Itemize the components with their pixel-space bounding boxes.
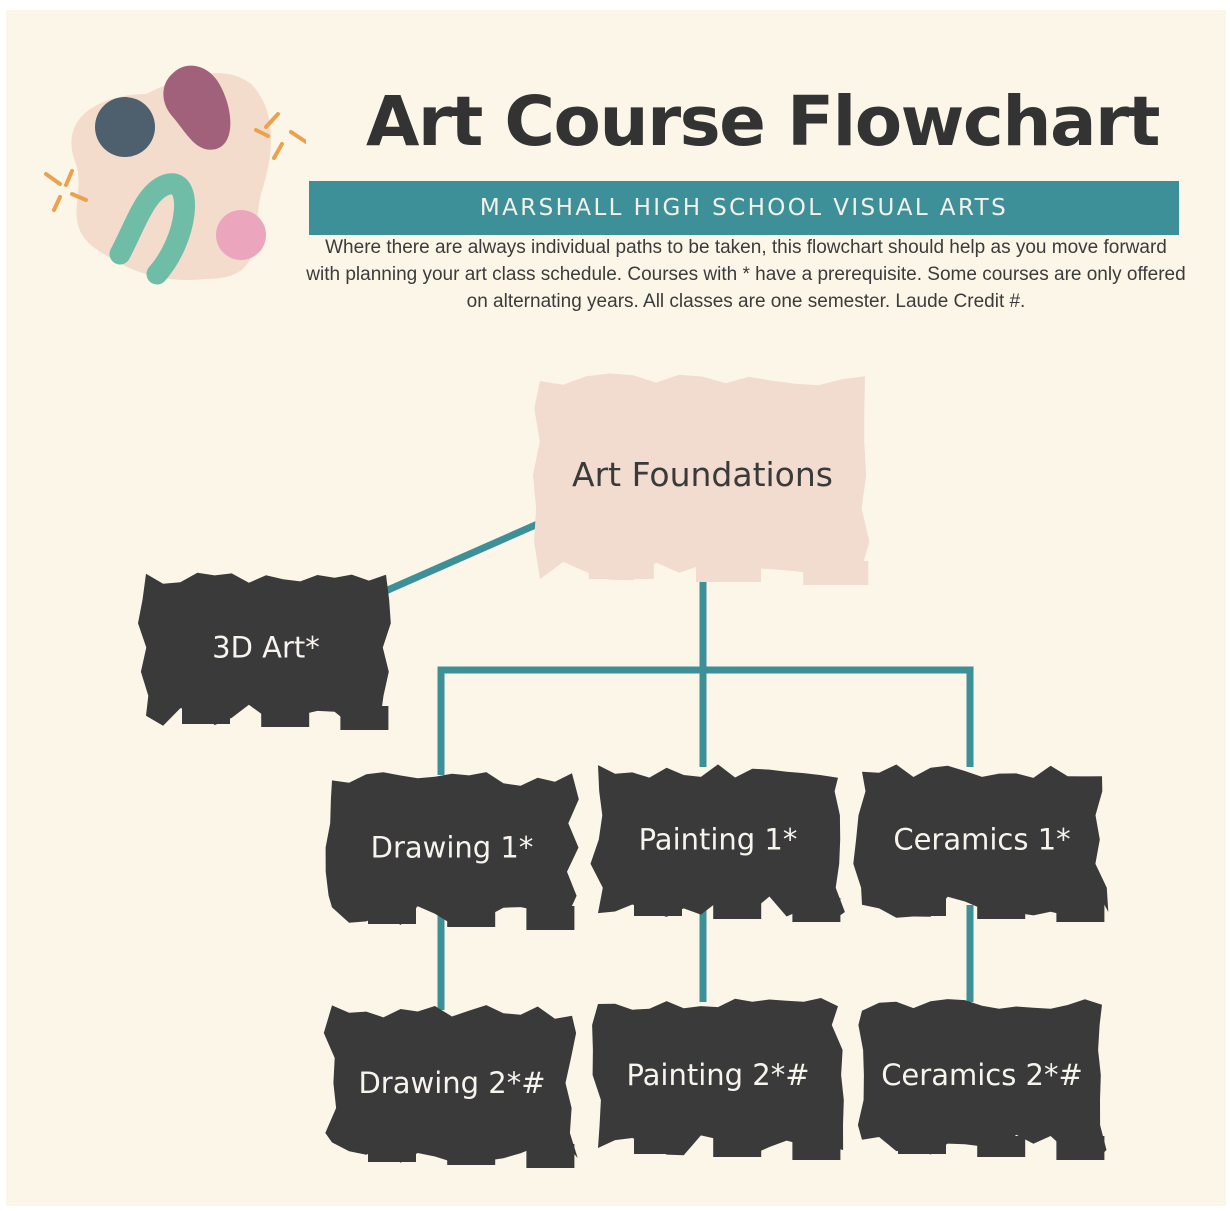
brush-tuft bbox=[261, 706, 310, 727]
node-label: Art Foundations bbox=[572, 455, 833, 494]
flowchart-edges bbox=[354, 519, 974, 1010]
brush-tuft bbox=[898, 898, 946, 916]
node-3d-art: 3D Art* bbox=[138, 572, 391, 730]
brush-tuft bbox=[182, 706, 230, 724]
brush-tuft bbox=[526, 906, 575, 930]
node-shape-art-foundations bbox=[533, 373, 870, 581]
decorative-art-cluster bbox=[44, 65, 306, 285]
edge-art-foundations-to-drawing-1 bbox=[437, 575, 707, 775]
pink-dot-icon bbox=[216, 210, 266, 260]
sparkle-icon bbox=[254, 112, 306, 160]
node-shape-3d-art bbox=[138, 572, 391, 726]
node-shape-ceramics-1 bbox=[853, 764, 1109, 918]
brush-tuft bbox=[368, 906, 416, 924]
node-label: Drawing 1* bbox=[371, 830, 534, 864]
edge-art-foundations-to-ceramics-1 bbox=[703, 666, 974, 767]
page-title: Art Course Flowchart bbox=[365, 82, 1161, 162]
brush-tuft bbox=[447, 1144, 496, 1165]
node-painting-1: Painting 1* bbox=[590, 764, 845, 922]
school-banner: MARSHALL HIGH SCHOOL VISUAL ARTS bbox=[309, 181, 1179, 235]
mauve-blob-icon bbox=[163, 65, 231, 150]
brush-tuft bbox=[447, 906, 496, 927]
node-label: Drawing 2*# bbox=[358, 1066, 545, 1100]
brush-tuft bbox=[713, 1136, 762, 1157]
brush-tuft bbox=[1056, 898, 1105, 922]
node-drawing-2: Drawing 2*# bbox=[323, 1005, 578, 1168]
sparkle-icon bbox=[44, 169, 88, 212]
node-shape-drawing-2 bbox=[323, 1005, 578, 1163]
node-shape-ceramics-2 bbox=[857, 999, 1107, 1156]
node-label: Ceramics 2*# bbox=[881, 1058, 1083, 1092]
brush-tuft bbox=[792, 898, 841, 922]
teal-arch-icon bbox=[109, 173, 196, 285]
node-label: 3D Art* bbox=[212, 630, 320, 664]
brush-tuft bbox=[368, 1144, 416, 1162]
node-label: Ceramics 1* bbox=[893, 822, 1070, 856]
node-label: Painting 1* bbox=[639, 822, 798, 856]
brush-tuft bbox=[634, 1136, 682, 1154]
node-ceramics-2: Ceramics 2*# bbox=[857, 999, 1107, 1160]
brush-tuft bbox=[803, 561, 869, 585]
node-art-foundations: Art Foundations bbox=[533, 373, 870, 585]
flowchart-nodes: Art Foundations 3D Art* Drawing 1* Painting… bbox=[138, 373, 1109, 1168]
intro-paragraph: Where there are always individual paths … bbox=[306, 237, 1186, 312]
brush-tuft bbox=[696, 561, 761, 582]
node-drawing-1: Drawing 1* bbox=[325, 772, 579, 930]
node-label: Painting 2*# bbox=[626, 1058, 809, 1092]
node-shape-drawing-1 bbox=[325, 772, 579, 925]
brush-tuft bbox=[526, 1144, 575, 1168]
brush-tuft bbox=[1056, 1136, 1105, 1160]
brush-tuft bbox=[977, 1136, 1026, 1157]
brush-tuft bbox=[898, 1136, 946, 1154]
node-shape-painting-2 bbox=[592, 998, 844, 1156]
node-painting-2: Painting 2*# bbox=[592, 998, 844, 1160]
slate-dot-icon bbox=[95, 97, 155, 157]
brush-tuft bbox=[713, 898, 762, 919]
node-shape-painting-1 bbox=[590, 764, 845, 917]
brush-tuft bbox=[792, 1136, 841, 1160]
brush-tuft bbox=[977, 898, 1026, 919]
brush-tuft bbox=[340, 706, 389, 730]
brush-tuft bbox=[634, 898, 682, 916]
node-ceramics-1: Ceramics 1* bbox=[853, 764, 1109, 922]
brush-tuft bbox=[588, 561, 654, 579]
